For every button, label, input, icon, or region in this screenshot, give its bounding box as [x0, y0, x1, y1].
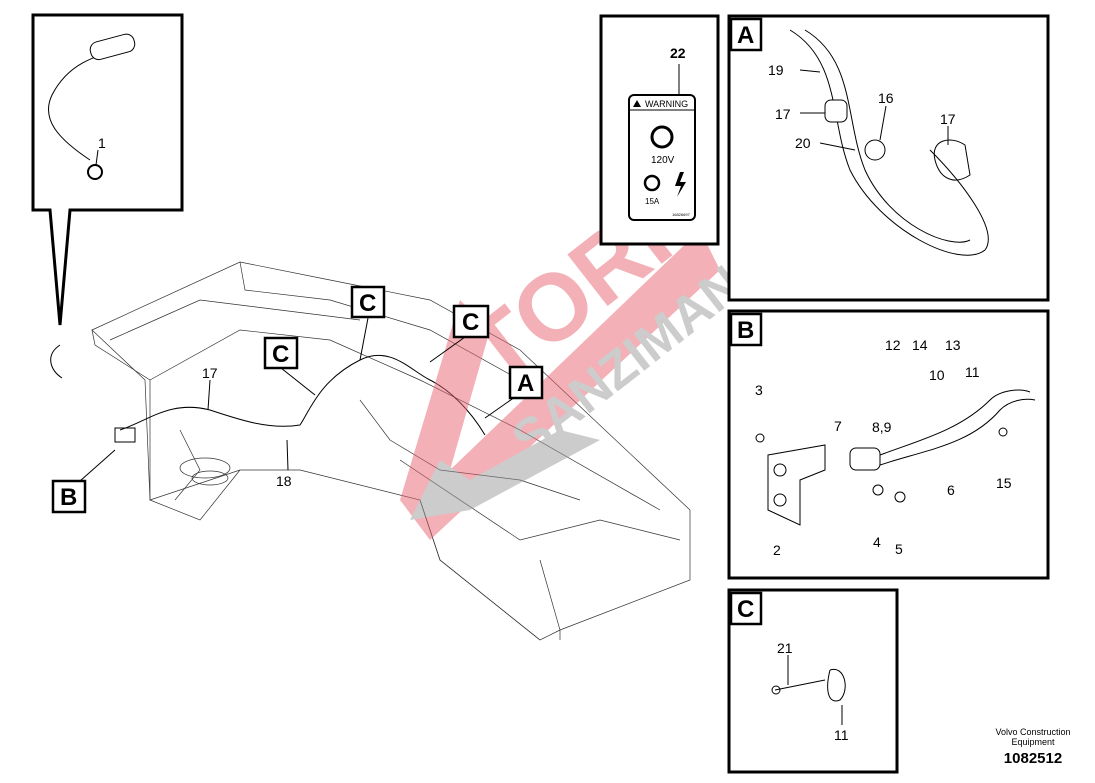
drawing-number: 1082512	[1004, 750, 1062, 767]
panel-a-part-19: 19	[768, 62, 784, 78]
company-name: Volvo Construction	[995, 727, 1070, 737]
part-number-18: 18	[276, 473, 292, 489]
outlet-icon	[650, 125, 674, 149]
detail-panel-a: A 19 17 16 17 20	[727, 14, 1050, 302]
callout-c-2: C	[359, 290, 376, 317]
panel-b-part-12: 12	[885, 337, 901, 353]
panel-a-part-17b: 17	[940, 111, 956, 127]
panel-b-part-14: 14	[912, 337, 928, 353]
panel-b-part-2: 2	[773, 542, 781, 558]
panel-b-part-15: 15	[996, 475, 1012, 491]
panel-b-part-8-9: 8,9	[872, 419, 892, 435]
warning-header: WARNING	[645, 99, 688, 109]
panel-a-label: A	[737, 22, 754, 49]
callout-c-3: C	[462, 309, 479, 336]
panel-c-part-11: 11	[834, 727, 849, 743]
detail-panel-b: B 12 14 13 10 11 3 7 8,9 6 15 4 5 2	[727, 309, 1050, 580]
amperage-text: 15A	[645, 197, 660, 206]
warning-decal-panel: 22 WARNING 120V 15A 16826697	[599, 14, 720, 246]
part-number-22: 22	[670, 45, 686, 61]
part-number-1: 1	[98, 135, 106, 151]
part-number-17: 17	[202, 365, 218, 381]
company-name-line2: Equipment	[1011, 737, 1055, 747]
lightning-icon	[675, 172, 686, 197]
panel-c-part-21: 21	[777, 640, 793, 656]
callout-c-1: C	[272, 341, 289, 368]
panel-b-part-7: 7	[834, 418, 842, 434]
panel-a-part-16: 16	[878, 90, 894, 106]
panel-c-label: C	[737, 596, 754, 623]
panel-b-part-5: 5	[895, 541, 903, 557]
panel-b-part-6: 6	[947, 482, 955, 498]
panel-b-part-10: 10	[929, 367, 945, 383]
detail-panel-c: C 21 11	[727, 588, 899, 774]
callout-b: B	[60, 484, 77, 511]
voltage-text: 120V	[651, 155, 675, 166]
panel-b-part-4: 4	[873, 534, 881, 550]
decal-code: 16826697	[672, 212, 691, 217]
drawing-footer: Volvo Construction Equipment 1082512	[995, 727, 1070, 767]
callout-a: A	[517, 370, 534, 397]
panel-b-part-13: 13	[945, 337, 961, 353]
panel-b-part-3: 3	[755, 382, 763, 398]
panel-a-part-20: 20	[795, 135, 811, 151]
warning-triangle-icon	[633, 100, 641, 107]
socket-icon	[643, 174, 661, 192]
panel-b-label: B	[737, 317, 754, 344]
machine-frame-drawing	[91, 261, 691, 641]
main-callouts: C C C A B 17 18	[51, 285, 544, 514]
sensor-cable-callout: 1	[31, 13, 184, 379]
panel-b-part-11: 11	[965, 364, 980, 380]
panel-a-part-17: 17	[775, 106, 791, 122]
